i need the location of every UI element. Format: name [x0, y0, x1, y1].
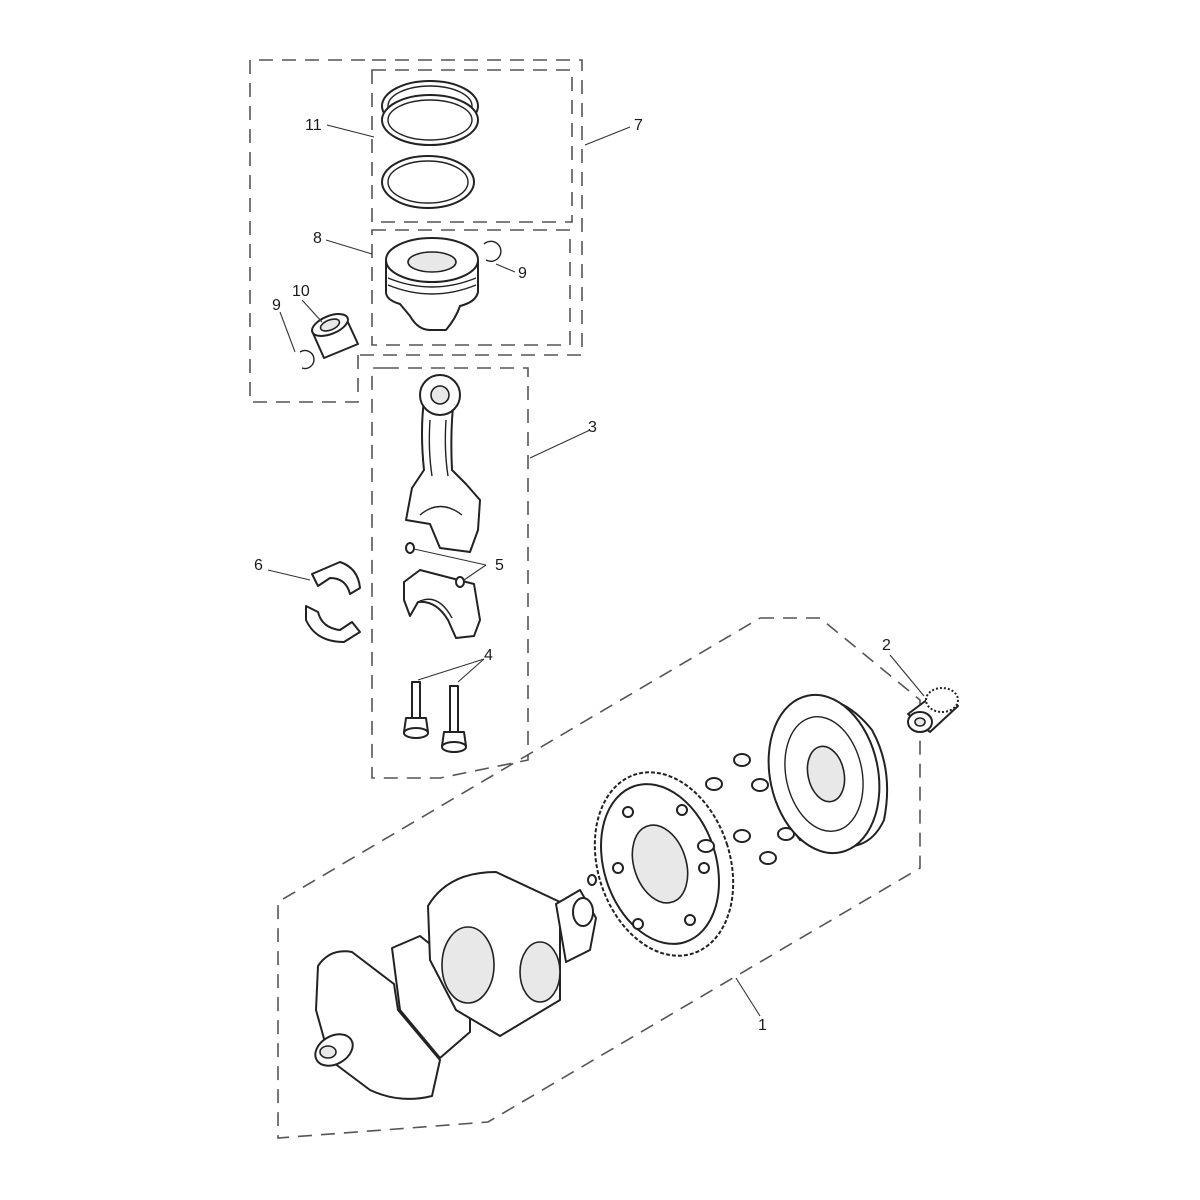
callout-6: 6	[254, 557, 263, 574]
con-rod-bolts	[403, 681, 467, 753]
group-outline-crankshaft	[277, 617, 921, 1139]
big-end-shells	[305, 561, 361, 643]
group-outline-rings	[371, 69, 573, 223]
circlip-left	[299, 349, 315, 370]
callout-9-left: 9	[272, 297, 281, 314]
callout-3: 3	[588, 419, 597, 436]
connecting-rod	[405, 374, 481, 553]
crank-gear	[587, 771, 735, 957]
dowels	[405, 542, 465, 588]
callout-1: 1	[758, 1017, 767, 1034]
callout-2: 2	[882, 637, 891, 654]
piston	[385, 237, 479, 331]
con-rod-cap	[403, 569, 481, 639]
piston-rings	[381, 80, 479, 209]
leader-lines	[267, 124, 925, 1017]
crankshaft	[314, 871, 597, 1100]
group-outline-piston-kit	[249, 59, 583, 403]
gear-bolts	[697, 753, 795, 865]
callout-4: 4	[484, 647, 493, 664]
callout-11: 11	[305, 117, 322, 134]
callout-7: 7	[634, 117, 643, 134]
needle-bearing	[907, 687, 959, 733]
callout-labels: 1 2 3 4 5 6 7 8 9 9 10 11	[254, 117, 891, 1034]
callout-8: 8	[313, 230, 322, 247]
gudgeon-pin	[311, 313, 359, 359]
callout-9-right: 9	[518, 265, 527, 282]
circlip-right	[483, 240, 502, 262]
rotor	[767, 693, 889, 855]
group-outline-connecting-rod	[371, 367, 529, 779]
callout-5: 5	[495, 557, 504, 574]
group-outline-piston	[371, 229, 571, 346]
callout-10: 10	[292, 283, 310, 300]
